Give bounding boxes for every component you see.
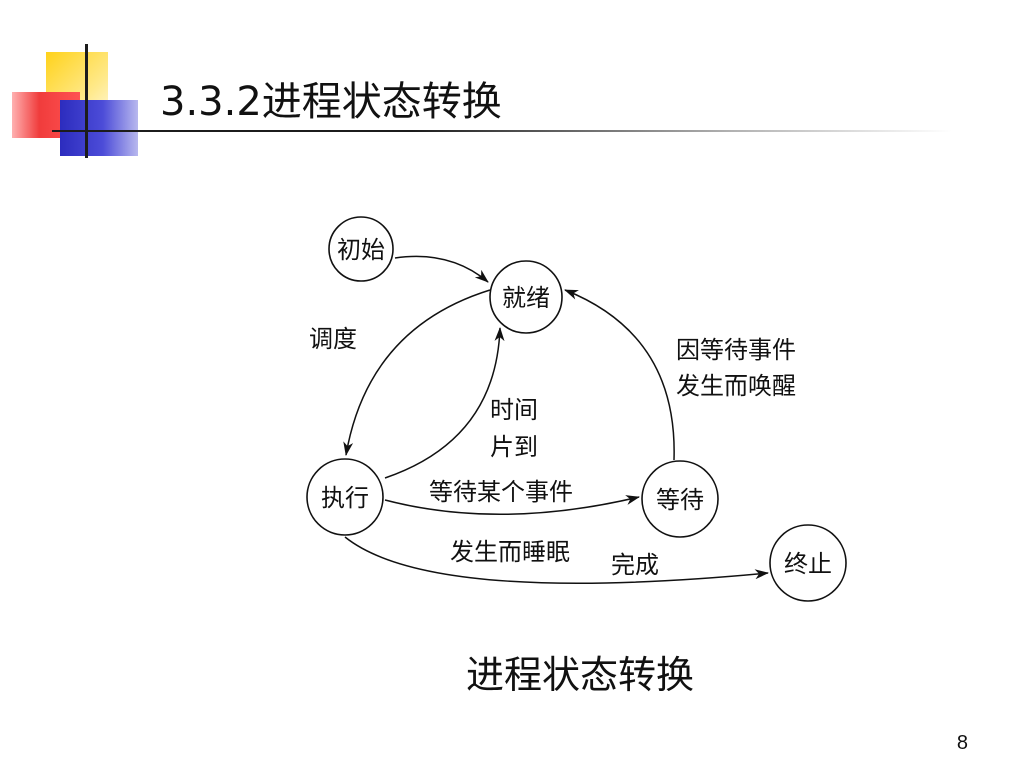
label-wait-event-line1: 等待某个事件 bbox=[429, 478, 573, 506]
state-initial: 初始 bbox=[328, 216, 394, 282]
arrow-running-to-terminated bbox=[344, 536, 769, 584]
state-terminated: 终止 bbox=[769, 524, 847, 602]
arrow-running-to-ready bbox=[384, 327, 505, 479]
diagram-caption: 进程状态转换 bbox=[465, 653, 694, 697]
label-schedule: 调度 bbox=[309, 325, 357, 353]
slide-title: 3.3.2进程状态转换 bbox=[160, 79, 502, 125]
state-running-label: 执行 bbox=[321, 484, 369, 512]
page-number: 8 bbox=[956, 732, 968, 754]
title-underline bbox=[52, 130, 952, 132]
label-complete: 完成 bbox=[611, 551, 659, 579]
state-running: 执行 bbox=[306, 458, 384, 536]
label-wake-line2: 发生而唤醒 bbox=[676, 372, 796, 400]
arrow-waiting-to-ready bbox=[564, 289, 675, 461]
label-wait-event-line2: 发生而睡眠 bbox=[450, 538, 570, 566]
title-ornament-vertical-line bbox=[85, 44, 88, 158]
title-ornament-blue bbox=[60, 100, 138, 156]
arrow-running-to-waiting bbox=[384, 495, 640, 516]
label-time-slice-line1: 时间 bbox=[490, 396, 538, 424]
state-initial-label: 初始 bbox=[337, 236, 385, 264]
state-ready-label: 就绪 bbox=[502, 284, 550, 312]
state-waiting: 等待 bbox=[641, 460, 719, 538]
arrow-initial-to-ready bbox=[394, 255, 489, 283]
label-time-slice-line2: 片到 bbox=[490, 433, 538, 461]
state-terminated-label: 终止 bbox=[784, 550, 832, 578]
arrow-ready-to-running bbox=[343, 289, 491, 456]
state-ready: 就绪 bbox=[489, 260, 563, 334]
label-wake-line1: 因等待事件 bbox=[676, 336, 796, 364]
state-waiting-label: 等待 bbox=[656, 486, 704, 514]
